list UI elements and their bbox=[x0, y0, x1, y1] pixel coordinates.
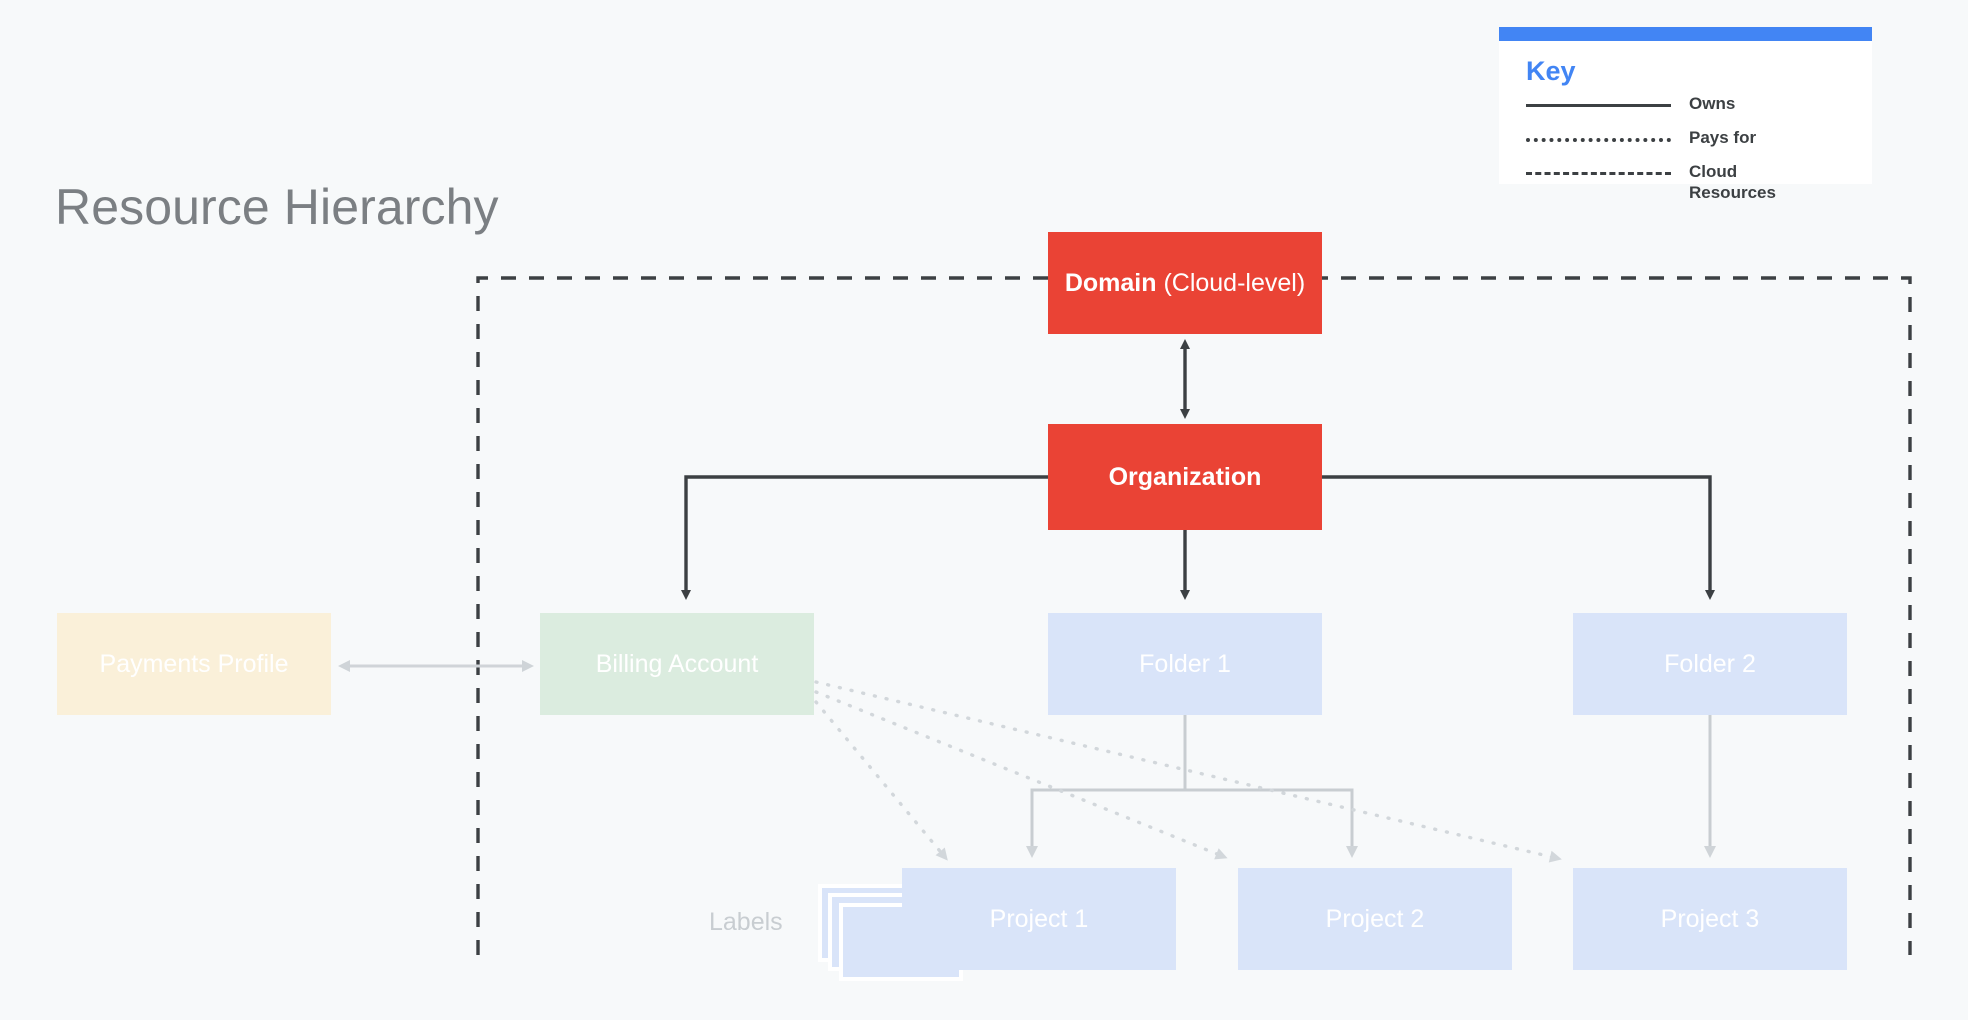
key-legend-card: Key Owns Pays for Cloud Resour bbox=[1499, 27, 1872, 202]
edge-organization-billing bbox=[681, 475, 1048, 600]
node-billing-account-label: Billing Account bbox=[595, 649, 759, 678]
node-domain[interactable]: Domain (Cloud-level) bbox=[1048, 232, 1322, 334]
node-project-3[interactable]: Project 3 bbox=[1573, 868, 1847, 970]
edge-organization-folder2 bbox=[1322, 475, 1715, 600]
node-billing-account[interactable]: Billing Account bbox=[540, 613, 814, 715]
edge-folder1-project2 bbox=[1183, 715, 1358, 858]
node-project-2-label: Project 2 bbox=[1325, 904, 1425, 933]
node-organization-label: Organization bbox=[1108, 462, 1262, 491]
key-row-cloud-resources-label: Cloud Resources bbox=[1671, 162, 1776, 203]
node-project-1-label: Project 1 bbox=[989, 904, 1089, 933]
page-title: Resource Hierarchy bbox=[55, 179, 499, 235]
key-title: Key bbox=[1526, 56, 1576, 86]
key-cloud-line1: Cloud bbox=[1689, 162, 1738, 181]
node-domain-label-bold: Domain bbox=[1064, 268, 1157, 297]
node-folder-1-label: Folder 1 bbox=[1139, 649, 1231, 678]
node-organization[interactable]: Organization bbox=[1048, 424, 1322, 530]
key-row-cloud-resources: Cloud Resources bbox=[1526, 162, 1872, 204]
node-domain-label-rest: (Cloud-level) bbox=[1156, 268, 1306, 297]
node-folder-2-label: Folder 2 bbox=[1664, 649, 1756, 678]
key-row-owns: Owns bbox=[1526, 94, 1872, 128]
edge-folder1-project1 bbox=[1026, 715, 1187, 858]
labels-caption: Labels bbox=[709, 908, 783, 936]
node-payments-profile[interactable]: Payments Profile bbox=[57, 613, 331, 715]
edge-billing-pays-project2 bbox=[814, 690, 1228, 860]
node-folder-1[interactable]: Folder 1 bbox=[1048, 613, 1322, 715]
solid-line-icon bbox=[1526, 104, 1671, 107]
node-domain-label: Domain (Cloud-level) bbox=[1065, 269, 1305, 298]
key-row-pays-for: Pays for bbox=[1526, 128, 1872, 162]
node-folder-2[interactable]: Folder 2 bbox=[1573, 613, 1847, 715]
key-row-owns-label: Owns bbox=[1689, 94, 1736, 113]
key-cloud-line2: Resources bbox=[1689, 182, 1776, 202]
key-row-pays-for-label: Pays for bbox=[1689, 128, 1757, 147]
dotted-line-icon bbox=[1526, 138, 1671, 142]
edge-billing-pays-project1 bbox=[814, 700, 948, 861]
node-project-3-label: Project 3 bbox=[1660, 904, 1760, 933]
node-project-1[interactable]: Project 1 bbox=[902, 868, 1176, 970]
node-project-2[interactable]: Project 2 bbox=[1238, 868, 1512, 970]
dashed-line-icon bbox=[1526, 172, 1671, 175]
key-accent-bar bbox=[1499, 27, 1872, 41]
node-payments-profile-label: Payments Profile bbox=[99, 649, 289, 678]
